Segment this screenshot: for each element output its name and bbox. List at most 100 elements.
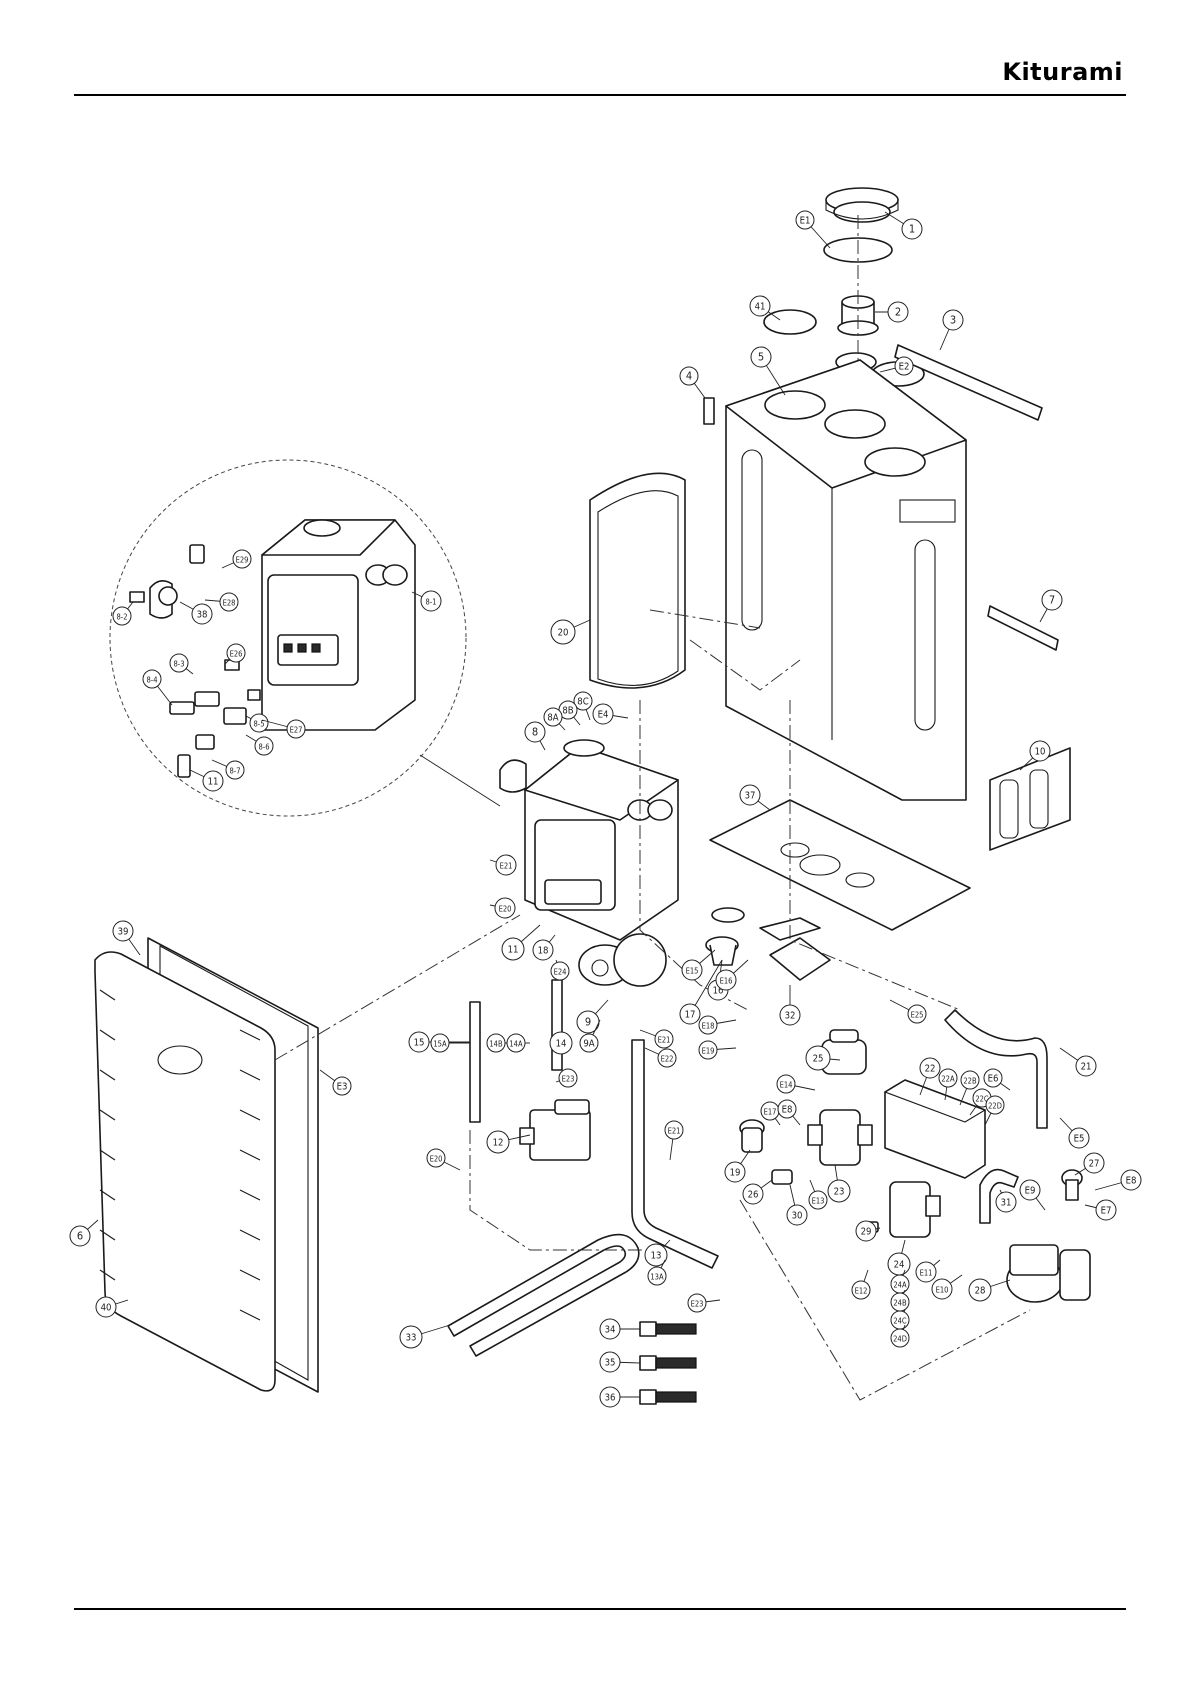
callout-33: 33 [399,1324,451,1349]
callout-circle [654,1029,674,1049]
callout-circle [777,1099,797,1119]
callout-1: 1 [884,211,923,240]
callout-24d: 24D [890,1324,910,1348]
callout-40: 40 [95,1296,129,1318]
callout-circle [887,301,909,323]
expansion-vessel-part-20 [589,472,761,689]
callout-8-3: 8-3 [169,653,194,675]
callout-circle [592,703,614,725]
callout-label: E19 [702,1047,715,1056]
callout-label: 15 [414,1038,425,1049]
inset-burner-box [261,519,416,731]
callout-label: 8-6 [258,743,269,752]
callout-circle [420,590,442,612]
callout-31: 31 [995,1189,1017,1213]
callout-label: 22 [925,1064,936,1075]
callout-label: 1 [909,223,915,236]
callout-8-6: 8-6 [245,734,274,756]
callout-label: 14B [489,1040,503,1049]
callout-41: 41 [749,295,781,321]
callout-13a: 13A [647,1259,667,1286]
callout-8a: 8A [543,707,566,731]
callout-label: E11 [920,1269,933,1278]
callout-circle [1075,1055,1097,1077]
callout-circle [506,1033,526,1053]
callout-label: E21 [658,1036,671,1045]
callout-circle [679,1003,701,1025]
callout-circle [827,1179,851,1203]
inset-small-parts [129,544,261,778]
flow-pipe-part-21 [944,1009,1048,1129]
callout-label: E21 [668,1127,681,1136]
callout-circle [543,707,563,727]
callout-e25: E25 [889,999,927,1024]
callout-circle [968,1278,992,1302]
assembly-line-cover [274,914,521,1061]
gasket-e15 [711,907,745,923]
callout-8c: 8C [573,691,593,721]
callout-circle [681,959,703,981]
callout-circle [679,366,699,386]
callout-label: E26 [230,650,243,659]
callout-label: E21 [500,862,513,871]
callout-circle [532,939,554,961]
callout-circle [332,1076,352,1096]
callout-label: 33 [406,1333,417,1344]
brand-logo: Kiturami [1002,58,1123,86]
callout-e5: E5 [1059,1117,1090,1149]
callout-label: 26 [748,1190,759,1201]
callout-label: 24D [893,1335,907,1344]
callout-14a: 14A [506,1033,530,1053]
safety-valve-part-27 [1061,1169,1083,1201]
callout-36: 36 [599,1386,640,1408]
assembly-line-base [789,700,961,1011]
callout-e6: E6 [983,1068,1011,1091]
callout-circle [1120,1169,1142,1191]
callout-circle [742,1183,764,1205]
callout-label: 37 [745,791,756,802]
callout-label: E28 [223,599,236,608]
callout-24b: 24B [890,1289,910,1312]
detail-inset-circle [109,459,467,817]
callout-circle [960,1070,980,1090]
callout-circle [808,1190,828,1210]
callout-e27: E27 [261,719,306,739]
callout-label: 5 [758,351,764,364]
callout-circle [232,549,252,569]
callout-label: 9 [585,1016,591,1029]
callout-8-7: 8-7 [211,759,245,780]
callout-label: 31 [1001,1198,1012,1209]
callout-label: E20 [499,905,512,914]
callout-label: E2 [899,362,910,373]
callout-circle [698,1015,718,1035]
callout-label: 7 [1049,594,1055,607]
callout-label: E23 [562,1075,575,1084]
callout-9: 9 [576,999,609,1034]
callout-label: 24B [893,1299,907,1308]
fitting-part-19 [739,1119,765,1153]
callout-21: 21 [1059,1047,1097,1077]
callout-circle [599,1351,621,1373]
callout-label: 17 [685,1010,696,1021]
callout-circle [599,1386,621,1408]
callout-circle [112,606,132,626]
callout-label: 32 [785,1011,796,1022]
sensor-part-26 [771,1169,793,1185]
callout-label: 23 [834,1187,845,1198]
callout-label: 8A [547,713,558,724]
callout-e16: E16 [715,959,749,991]
callout-17: 17 [679,959,723,1025]
callout-circle [851,1280,871,1300]
callout-circle [524,721,546,743]
callout-7: 7 [1039,589,1063,623]
callout-circle [894,356,914,376]
callout-circle [795,210,815,230]
callout-label: E16 [720,977,733,986]
callout-circle [286,719,306,739]
callout-3: 3 [939,309,964,351]
callout-circle [942,309,964,331]
footer-rule [74,1608,1126,1610]
callout-label: E17 [764,1108,777,1117]
callout-29: 29 [855,1220,881,1242]
callout-24c: 24C [890,1309,910,1330]
